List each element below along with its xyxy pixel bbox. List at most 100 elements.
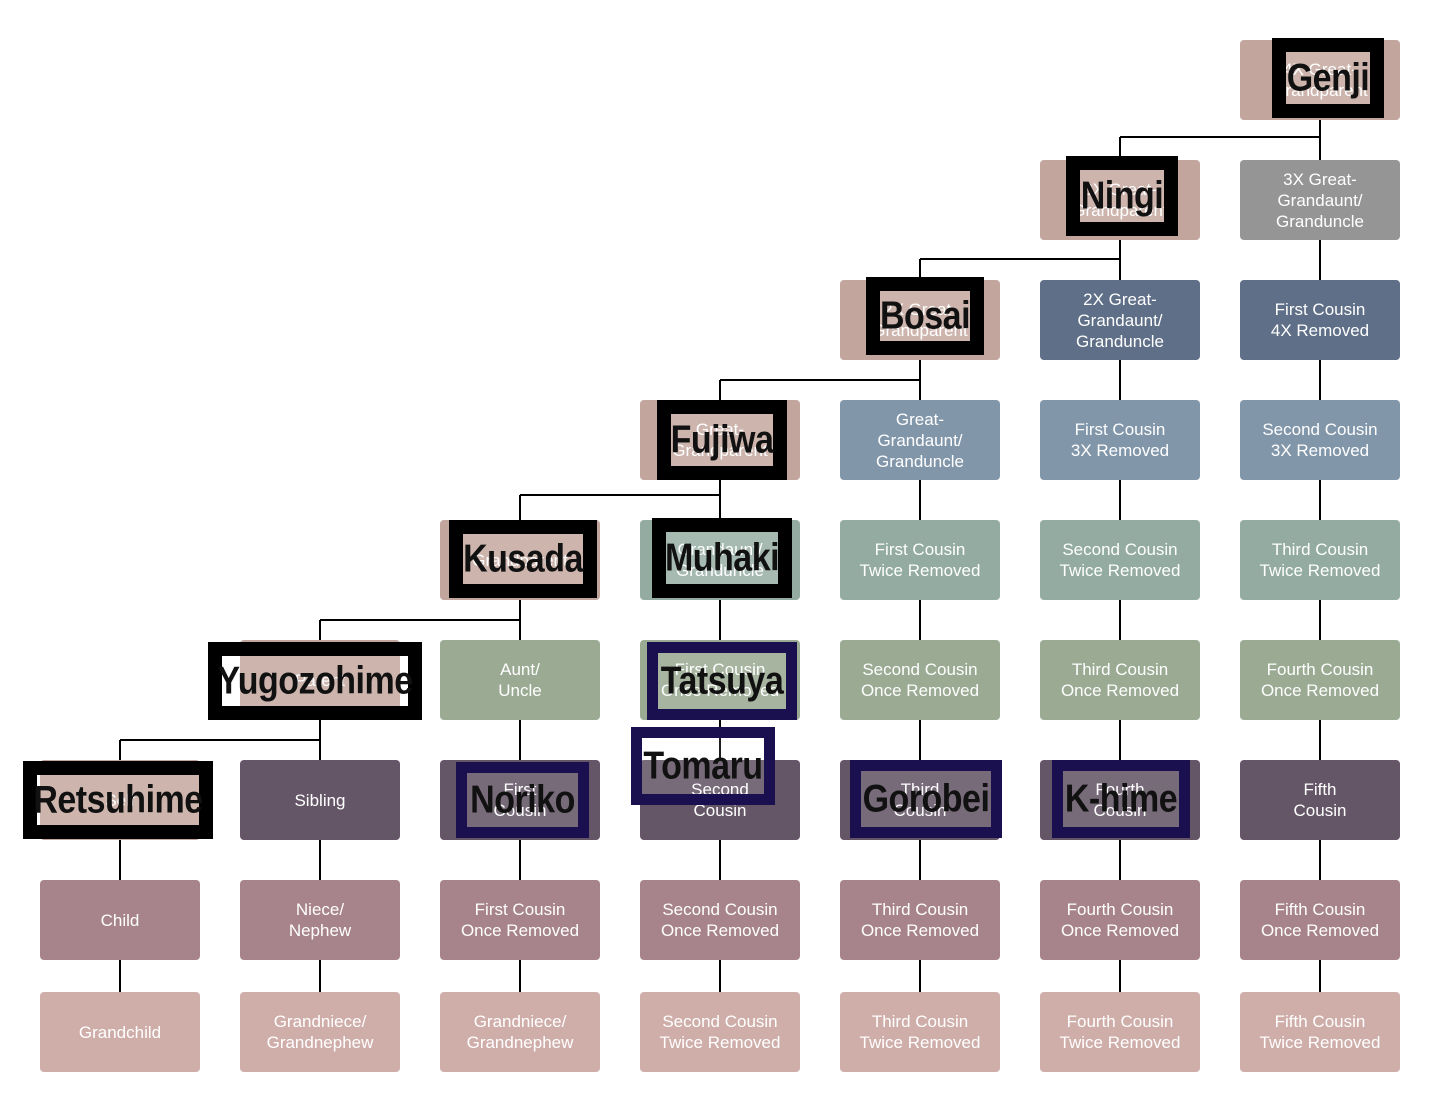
name-tag-text: Retsuhime <box>33 777 203 822</box>
name-tag-gp: Kusada <box>449 520 597 598</box>
relation-label: First Cousin 4X Removed <box>1270 300 1370 340</box>
relation-label: Grandchild <box>78 1022 162 1042</box>
name-tag-g1: Fujiwa <box>657 400 787 480</box>
relation-label: Fourth Cousin Twice Removed <box>1059 1012 1181 1052</box>
name-tag-text: Ningi <box>1080 173 1164 218</box>
name-tag-c2: Tomaru <box>631 727 775 805</box>
relation-box-c4r1b: Fourth Cousin Once Removed <box>1040 880 1200 960</box>
relation-box-c4r1: Fourth Cousin Once Removed <box>1240 640 1400 720</box>
name-tag-text: Yugozohime <box>217 658 413 703</box>
relation-label: Great- Grandparent <box>672 420 768 460</box>
name-tag-c3: Gorobei <box>850 760 1002 838</box>
name-tag-self: Retsuhime <box>23 761 213 839</box>
relation-label: Fifth Cousin <box>1293 780 1347 820</box>
relation-box-c3r2b: Third Cousin Twice Removed <box>840 992 1000 1072</box>
relation-label: First Cousin Twice Removed <box>859 540 981 580</box>
relation-label: Second Cousin Once Removed <box>660 900 780 940</box>
relation-box-ggu3: 3X Great- Grandaunt/ Granduncle <box>1240 160 1400 240</box>
name-tag-text: Tatsuya <box>660 658 784 703</box>
relation-label: Sibling <box>294 790 346 810</box>
relation-box-child: Child <box>40 880 200 960</box>
relation-box-gn2: Grandniece/ Grandnephew <box>440 992 600 1072</box>
relation-box-c2r1: Second Cousin Once Removed <box>840 640 1000 720</box>
relation-box-c1r4: First Cousin 4X Removed <box>1240 280 1400 360</box>
relation-label: 2X Great- Grandparent <box>872 300 968 340</box>
relation-box-c1r3: First Cousin 3X Removed <box>1040 400 1200 480</box>
name-tag-c4: K-hime <box>1052 760 1190 838</box>
relation-label: First Cousin 3X Removed <box>1070 420 1170 460</box>
name-tag-gu: Muhaki <box>652 518 792 598</box>
relation-label: Fifth Cousin Once Removed <box>1260 900 1380 940</box>
relation-box-gn1: Grandniece/ Grandnephew <box>240 992 400 1072</box>
relation-label: Fifth Cousin Twice Removed <box>1259 1012 1381 1052</box>
relation-box-ggu1: Great- Grandaunt/ Granduncle <box>840 400 1000 480</box>
relation-box-c3r1: Third Cousin Once Removed <box>1040 640 1200 720</box>
name-tag-text: Kusada <box>463 536 583 581</box>
relation-label: Great- Grandaunt/ Granduncle <box>876 409 964 471</box>
name-tag-text: Muhaki <box>664 535 780 580</box>
relation-label: First Cousin Once Removed <box>660 660 780 700</box>
relation-label: Fourth Cousin <box>1093 780 1147 820</box>
relation-label: First Cousin <box>493 780 547 820</box>
name-tag-g4: Genji <box>1272 38 1384 118</box>
relation-label: 2X Great- Grandaunt/ Granduncle <box>1076 289 1164 351</box>
relation-label: Aunt/ Uncle <box>498 660 542 700</box>
relation-label: Grandaunt/ Granduncle <box>676 540 764 580</box>
relation-label: First Cousin Once Removed <box>460 900 580 940</box>
relation-label: Niece/ Nephew <box>288 900 352 940</box>
relation-box-c3r2: Third Cousin Twice Removed <box>1240 520 1400 600</box>
name-tag-c1r1: Tatsuya <box>647 642 797 720</box>
relation-box-c4r2: Fourth Cousin Twice Removed <box>1040 992 1200 1072</box>
relation-box-c3r1b: Third Cousin Once Removed <box>840 880 1000 960</box>
relation-label: Grandniece/ Grandnephew <box>266 1012 374 1052</box>
relation-label: 3X Great- Grandparent <box>1072 180 1168 220</box>
relation-label: Self <box>105 790 135 810</box>
relation-label: Fourth Cousin Once Removed <box>1060 900 1180 940</box>
name-tag-text: Bosai <box>879 293 971 338</box>
relation-box-c5: Fifth Cousin <box>1240 760 1400 840</box>
relation-box-c5r2: Fifth Cousin Twice Removed <box>1240 992 1400 1072</box>
relation-label: Grandniece/ Grandnephew <box>466 1012 574 1052</box>
relation-label: Third Cousin Once Removed <box>1060 660 1180 700</box>
relation-label: Third Cousin Once Removed <box>860 900 980 940</box>
relation-box-au: Aunt/ Uncle <box>440 640 600 720</box>
relation-label: Third Cousin <box>893 780 947 820</box>
name-tag-c1: Noriko <box>456 762 589 838</box>
name-tag-text: Noriko <box>470 777 575 822</box>
relation-box-gchild: Grandchild <box>40 992 200 1072</box>
name-tag-text: Genji <box>1286 55 1370 100</box>
relation-box-c5r1: Fifth Cousin Once Removed <box>1240 880 1400 960</box>
relation-label: Child <box>100 910 140 930</box>
relation-label: 3X Great- Grandaunt/ Granduncle <box>1276 169 1364 231</box>
relation-box-c4: Fourth Cousin <box>1040 760 1200 840</box>
relation-box-c2r2b: Second Cousin Twice Removed <box>640 992 800 1072</box>
relation-box-c2r2: Second Cousin Twice Removed <box>1040 520 1200 600</box>
name-tag-text: K-hime <box>1064 776 1178 821</box>
relation-box-sib: Sibling <box>240 760 400 840</box>
relation-label: Parent <box>294 670 346 690</box>
name-tag-g3: Ningi <box>1066 156 1178 236</box>
relation-box-c3: Third Cousin <box>840 760 1000 840</box>
relation-label: Third Cousin Twice Removed <box>859 1012 981 1052</box>
relation-label: Second Cousin Twice Removed <box>659 1012 781 1052</box>
relation-label: Second Cousin 3X Removed <box>1262 420 1378 460</box>
relation-label: Second Cousin Twice Removed <box>1059 540 1181 580</box>
relation-label: Fourth Cousin Once Removed <box>1260 660 1380 700</box>
relation-label: 4X Great- Grandparent <box>1272 60 1368 100</box>
relation-box-c2r3: Second Cousin 3X Removed <box>1240 400 1400 480</box>
relation-label: Second Cousin Once Removed <box>860 660 980 700</box>
name-tag-text: Gorobei <box>862 776 990 821</box>
relation-label: Grandparent <box>472 550 568 570</box>
name-tag-p: Yugozohime <box>208 642 422 720</box>
name-tag-text: Fujiwa <box>670 417 774 462</box>
relation-box-c1r2: First Cousin Twice Removed <box>840 520 1000 600</box>
relation-box-c1r1b: First Cousin Once Removed <box>440 880 600 960</box>
relation-label: Third Cousin Twice Removed <box>1259 540 1381 580</box>
relation-box-c2r1b: Second Cousin Once Removed <box>640 880 800 960</box>
name-tag-g2: Bosai <box>866 277 984 355</box>
relation-box-ggu2: 2X Great- Grandaunt/ Granduncle <box>1040 280 1200 360</box>
relation-box-c1r1: First Cousin Once Removed <box>640 640 800 720</box>
relation-box-nn: Niece/ Nephew <box>240 880 400 960</box>
name-tag-text: Tomaru <box>643 743 763 788</box>
